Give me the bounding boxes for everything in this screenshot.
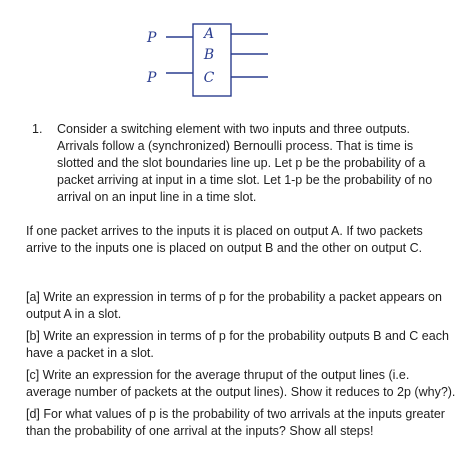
input-top-label: P: [146, 30, 157, 46]
routing-rule: If one packet arrives to the inputs it i…: [26, 224, 423, 255]
problem-text: Consider a switching element with two in…: [57, 122, 433, 204]
question-b: [b] Write an expression in terms of p fo…: [26, 329, 449, 360]
output-b-label: B: [203, 47, 214, 63]
problem-statement: 1. Consider a switching element with two…: [32, 121, 452, 206]
problem-number: 1.: [32, 122, 43, 136]
switch-diagram: P P A B C: [146, 23, 268, 97]
input-bottom-label: P: [146, 70, 157, 86]
question-a: [a] Write an expression in terms of p fo…: [26, 290, 442, 321]
question-d: [d] For what values of p is the probabil…: [26, 407, 445, 438]
output-c-label: C: [204, 70, 215, 86]
switch-box: [192, 23, 232, 97]
question-c: [c] Write an expression for the average …: [26, 368, 456, 399]
output-a-label: A: [202, 26, 214, 42]
